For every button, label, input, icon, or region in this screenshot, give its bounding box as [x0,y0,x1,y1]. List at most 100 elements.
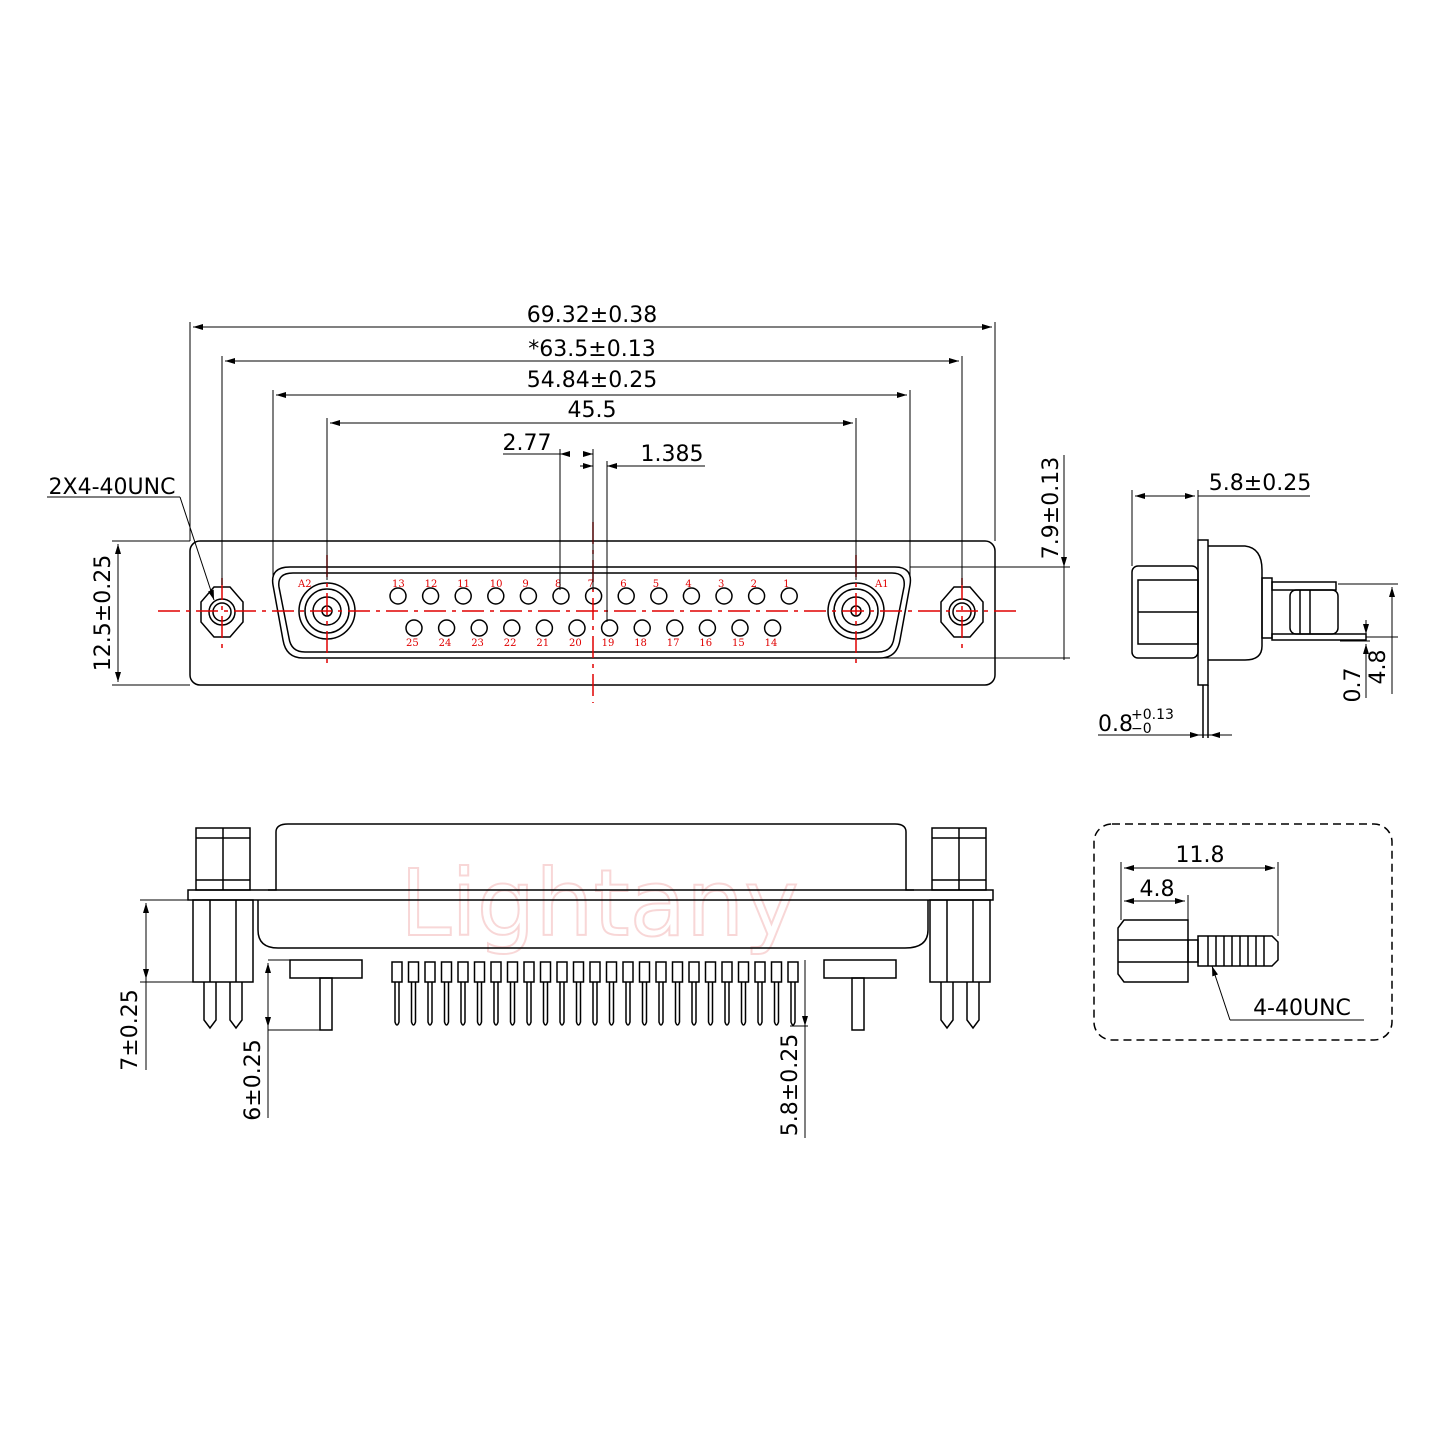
screw-dimension-lines [1120,862,1364,1021]
pcb-pin-collar [556,961,568,983]
pcb-pin-collar [622,961,634,983]
pcb-pin [674,982,681,1026]
pcb-pin [476,982,483,1026]
pcb-pin-collar [589,961,601,983]
pin-label: 8 [555,579,561,590]
pin-label: 3 [718,579,724,590]
bottom-view [187,823,994,1031]
dim-mount-spacing: *63.5±0.13 [528,337,655,362]
pin-label: 18 [634,638,647,649]
dim-coax-spacing: 45.5 [568,398,617,423]
pcb-pin [443,982,450,1026]
pin-label: 1 [783,579,789,590]
contact-pin [568,619,586,637]
pin-label: 2 [751,579,757,590]
dim-row-offset: 1.385 [641,442,704,467]
pcb-pin-collar [539,961,552,983]
side-shell [1208,545,1263,661]
bottom-flange [187,889,994,901]
pin-label: 16 [699,638,712,649]
dim-flange-thickness: 0.8 [1098,712,1133,737]
pcb-pin [542,982,549,1026]
contact-pin [437,619,456,637]
pin-label: 10 [490,579,503,590]
contact-pin [519,587,538,605]
right-boardlock-a [940,982,954,1030]
screw-thread [1197,935,1279,967]
pcb-pin-collar [655,961,667,983]
dim-pin-length: 5.8±0.25 [778,1034,803,1136]
pin-label: 4 [685,579,691,590]
pcb-pin [460,982,466,1026]
d-shell-inner [278,572,905,653]
pcb-pin-collar [407,961,420,983]
pcb-pin-collar [770,961,783,983]
dim-shell-width: 54.84±0.25 [527,368,657,393]
contact-pin [666,619,684,637]
watermark-text: Lightany [400,850,799,957]
pcb-pin [790,982,796,1026]
contact-pin [780,587,798,605]
bottom-left-standoff [192,899,254,983]
pcb-pin-collar [787,961,799,983]
pcb-pin-collar [671,961,684,983]
contact-pin [405,619,423,637]
coax-label-a1: A1 [874,579,889,590]
pcb-pin [641,982,648,1026]
pcb-pin-collar [737,961,750,983]
pcb-pin [509,982,516,1026]
dim-side-depth: 5.8±0.25 [1209,471,1311,496]
left-hex-nut [200,586,244,638]
pin-label: 22 [504,638,517,649]
pin-label: 15 [732,638,745,649]
pcb-pin [707,982,714,1026]
dim-standoff: 7±0.25 [118,989,143,1070]
pcb-pin-collar [605,961,618,983]
dim-shell-height: 7.9±0.13 [1039,457,1064,559]
center-lines [158,522,1022,703]
dim-screw-length: 11.8 [1176,843,1225,868]
side-flange [1197,539,1209,686]
dim-bracket: 6±0.25 [241,1039,266,1120]
contact-pin [421,587,440,605]
dim-hex-length: 4.8 [1140,877,1175,902]
side-view [1131,539,1367,738]
pin-label: 19 [602,638,615,649]
bottom-right-standoff [929,899,991,983]
pcb-pin [740,982,747,1026]
pin-label: 13 [392,579,405,590]
contact-pin [682,587,701,605]
left-boardlock-a [203,982,217,1030]
pin-label: 7 [588,579,594,590]
pcb-pin [608,982,615,1026]
dim-flange-tol-lower: −0 [1131,721,1152,737]
pcb-pin-collar [704,961,717,983]
pin-label: 9 [522,579,528,590]
pin-label: 17 [667,638,680,649]
bottom-shell-top [268,823,914,891]
pcb-pin [658,982,664,1026]
pcb-pin-collar [754,961,766,983]
pcb-pin-collar [424,961,436,983]
right-hex-nut [940,586,984,638]
contact-pin [698,619,717,637]
screw-detail [1117,919,1279,983]
contact-pin [470,619,488,637]
contact-pin [633,619,651,637]
pin-label: 14 [765,638,778,649]
screw-hex-head [1117,919,1189,983]
pcb-pin-collar [688,961,700,983]
bottom-row-pins [405,619,782,637]
pcb-pin [592,982,598,1026]
right-coax-bracket [823,959,897,979]
pin-label: 20 [569,638,582,649]
pin-label: 5 [653,579,659,590]
dim-screw-thread: 4-40UNC [1253,996,1351,1021]
pcb-pin-collar [523,961,535,983]
bottom-shell-body [257,900,929,949]
dim-flange-tol-upper: +0.13 [1131,707,1174,723]
side-insert [1261,577,1273,639]
pcb-pin-collar [721,961,733,983]
